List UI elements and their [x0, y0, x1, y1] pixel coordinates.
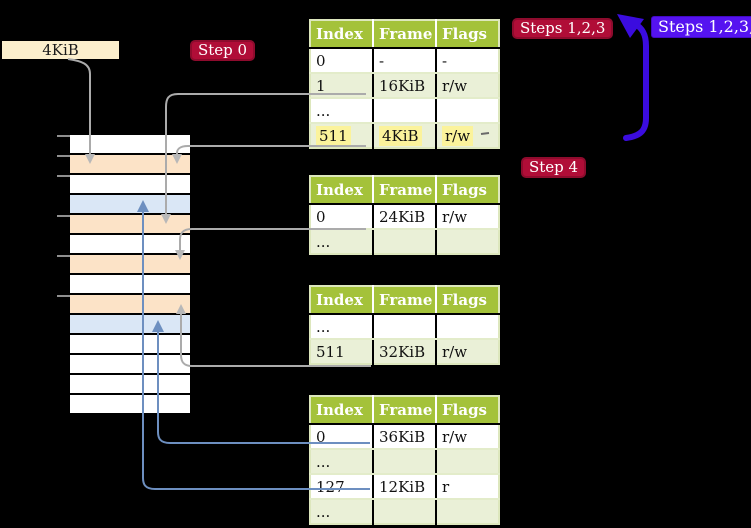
- memory-frame-row: [70, 395, 190, 413]
- arrowhead-down-icon: [172, 154, 182, 164]
- table-cell: r/w: [442, 342, 468, 361]
- loop-arrowhead-icon: [617, 14, 644, 38]
- arrowhead-down-icon: [85, 154, 95, 164]
- table-row: ...: [310, 449, 499, 475]
- table-row: ...: [310, 314, 499, 340]
- loop-arrow: [623, 21, 649, 141]
- page-size-label: 4KiB: [2, 41, 119, 59]
- arrowhead-up-icon: [137, 200, 149, 212]
- table-row: ...: [310, 229, 499, 254]
- table-header-row: Index Frame Flags: [310, 286, 499, 315]
- memory-frame-row: [70, 175, 190, 193]
- arrowhead-up-icon: [152, 320, 164, 332]
- memory-frame-row: [70, 215, 190, 233]
- table-cell: ...: [316, 317, 331, 336]
- address-tick: [57, 295, 70, 297]
- table-cell: 32KiB: [379, 342, 426, 361]
- table-cell: 0: [316, 51, 326, 70]
- column-header-index: Index: [310, 176, 374, 205]
- page-table-2: Index Frame Flags 0 24KiB r/w ...: [309, 175, 500, 255]
- table-cell: 511: [316, 125, 351, 146]
- memory-frame-row: [70, 255, 190, 273]
- memory-frame-row: [70, 195, 190, 213]
- arrowhead-up-icon: [176, 304, 186, 314]
- steps123-badge: Steps 1,2,3: [512, 18, 614, 39]
- table-row: 0 36KiB r/w: [310, 424, 499, 450]
- table-cell: 4KiB: [379, 125, 422, 146]
- table-cell: 511: [316, 342, 345, 361]
- table-cell: 16KiB: [379, 76, 426, 95]
- table-header-row: Index Frame Flags: [310, 396, 499, 425]
- table-row-highlighted: 511 4KiB r/w: [310, 123, 499, 148]
- arrowhead-down-icon: [175, 250, 185, 260]
- table-cell: r/w: [442, 427, 468, 446]
- memory-frame-row: [70, 335, 190, 353]
- connector-pagesize-to-frame1: [67, 58, 91, 155]
- table-row: 511 32KiB r/w: [310, 339, 499, 364]
- address-tick: [57, 215, 70, 217]
- table-cell: 127: [316, 477, 345, 496]
- column-header-frame: Frame: [373, 176, 437, 205]
- connector-pt2row0-to-frame6: [179, 228, 366, 251]
- table-cell: r/w: [442, 125, 474, 146]
- step0-badge: Step 0: [190, 40, 256, 61]
- table-cell: ...: [316, 452, 331, 471]
- column-header-frame: Frame: [373, 286, 437, 315]
- table-cell: ...: [316, 232, 331, 251]
- memory-frame-row: [70, 275, 190, 293]
- column-header-flags: Flags: [436, 20, 499, 49]
- memory-frame-row: [70, 375, 190, 393]
- address-tick: [57, 155, 70, 157]
- memory-frame-row: [70, 295, 190, 313]
- table-row: 127 12KiB r: [310, 474, 499, 500]
- table-cell: 1: [316, 76, 326, 95]
- column-header-frame: Frame: [373, 20, 437, 49]
- table-cell: -: [379, 51, 385, 70]
- memory-frame-row: [70, 155, 190, 173]
- column-header-index: Index: [310, 286, 374, 315]
- memory-frame-row: [70, 235, 190, 253]
- table-cell: 24KiB: [379, 207, 426, 226]
- memory-frame-row: [70, 135, 190, 153]
- address-tick: [57, 255, 70, 257]
- table-header-row: Index Frame Flags: [310, 20, 499, 49]
- table-row: 0 - -: [310, 48, 499, 74]
- table-row: ...: [310, 98, 499, 124]
- arrowhead-down-icon: [161, 214, 171, 224]
- column-header-frame: Frame: [373, 396, 437, 425]
- address-tick: [57, 175, 70, 177]
- table-cell: r: [442, 477, 450, 496]
- connector-pt3row511-to-frame8: [180, 313, 371, 367]
- page-table-1: Index Frame Flags 0 - - 1 16KiB r/w ... …: [309, 19, 500, 149]
- column-header-index: Index: [310, 20, 374, 49]
- column-header-flags: Flags: [436, 176, 499, 205]
- column-header-flags: Flags: [436, 286, 499, 315]
- address-tick: [57, 135, 70, 137]
- column-header-flags: Flags: [436, 396, 499, 425]
- table-cell: r/w: [442, 76, 468, 95]
- column-header-index: Index: [310, 396, 374, 425]
- table-cell: ...: [316, 101, 331, 120]
- connector-pt4row0-to-frame9: [157, 331, 370, 444]
- page-table-4: Index Frame Flags 0 36KiB r/w ... 127 12…: [309, 395, 500, 525]
- connector-pt1row1-to-frame4: [165, 93, 366, 215]
- table-header-row: Index Frame Flags: [310, 176, 499, 205]
- table-row: ...: [310, 499, 499, 524]
- table-cell: r/w: [442, 207, 468, 226]
- table-cell: ...: [316, 502, 331, 521]
- connector-pt4row127-to-frame3: [142, 211, 370, 490]
- table-cell: 12KiB: [379, 477, 426, 496]
- steps1234-badge: Steps 1,2,3,4: [651, 16, 751, 38]
- table-row: 0 24KiB r/w: [310, 204, 499, 230]
- step4-badge: Step 4: [521, 157, 587, 178]
- page-table-3: Index Frame Flags ... 511 32KiB r/w: [309, 285, 500, 365]
- connector-pt1row511-to-frame1: [176, 145, 366, 155]
- table-cell: 0: [316, 207, 326, 226]
- table-cell: 36KiB: [379, 427, 426, 446]
- connector-stub: [480, 132, 490, 135]
- memory-frame-row: [70, 355, 190, 373]
- table-cell: 0: [316, 427, 326, 446]
- table-cell: -: [442, 51, 448, 70]
